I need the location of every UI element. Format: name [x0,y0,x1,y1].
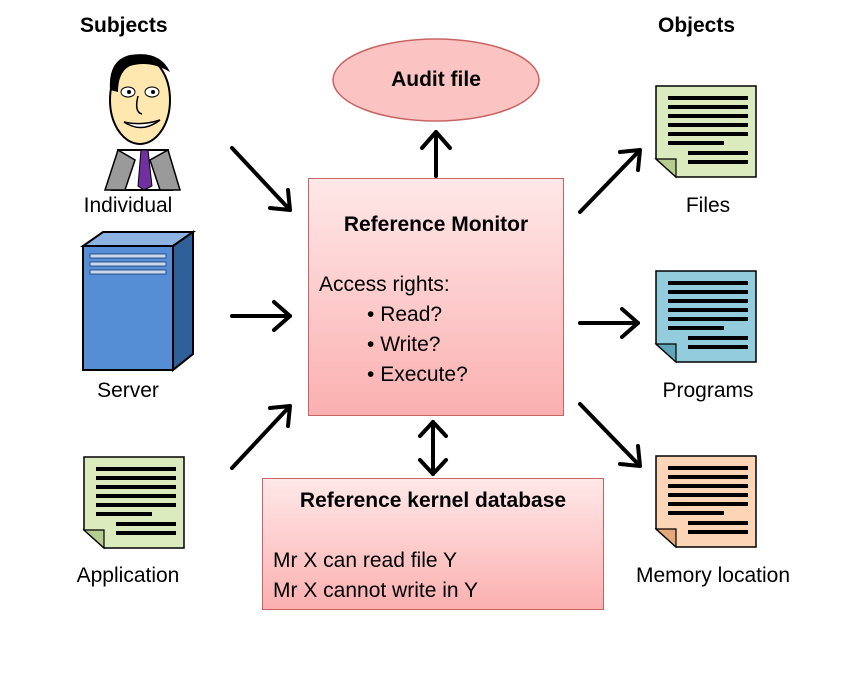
access-rights-label: Access rights: [319,273,450,296]
reference-monitor-box: Reference Monitor Access rights: Read? W… [308,178,564,416]
arrow-monitor-database-bidirectional [418,420,448,476]
audit-file-ellipse [332,38,540,122]
subjects-heading: Subjects [80,14,168,37]
access-right-read: Read? [367,303,442,327]
subject-label-server: Server [97,379,159,402]
arrow-monitor-to-programs [578,307,640,339]
arrow-individual-to-monitor [230,146,292,212]
arrow-monitor-to-files [578,148,642,214]
reference-monitor-title: Reference Monitor [343,213,529,236]
object-label-memory-location: Memory location [635,564,791,587]
document-green-icon [82,456,185,550]
arrow-application-to-monitor [230,404,292,470]
reference-kernel-database-box: Reference kernel database Mr X can read … [262,478,604,610]
object-label-files: Files [685,194,731,217]
document-orange-icon [654,455,757,549]
arrow-monitor-to-memory [578,402,642,468]
document-blue-icon [654,270,757,364]
subject-label-individual: Individual [83,194,173,217]
document-green-icon [654,85,757,179]
object-label-programs: Programs [662,379,754,402]
database-title: Reference kernel database [299,489,567,512]
access-right-write: Write? [367,333,440,357]
access-right-execute: Execute? [367,363,468,387]
arrow-monitor-to-audit [420,130,452,178]
database-line-1: Mr X can read file Y [273,549,458,572]
database-line-2: Mr X cannot write in Y [273,579,479,602]
arrow-server-to-monitor [230,300,292,332]
audit-file-label: Audit file [391,68,481,91]
person-cartoon-icon [103,54,182,191]
subject-label-application: Application [76,564,180,587]
server-tower-icon [79,230,197,373]
objects-heading: Objects [658,14,736,37]
